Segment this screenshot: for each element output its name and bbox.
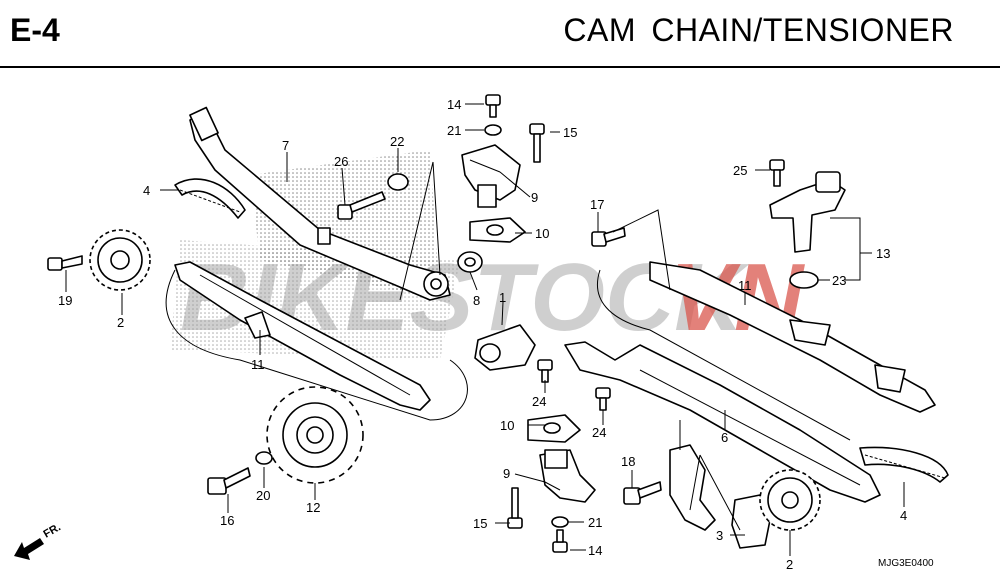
front-direction-label: FR. [42, 521, 63, 540]
bolt-14-top [485, 94, 501, 118]
callout-4a: 4 [143, 183, 150, 198]
callout-9b: 9 [503, 466, 510, 481]
callout-7: 7 [282, 138, 289, 153]
callout-15a: 15 [563, 125, 577, 140]
callout-20: 20 [256, 488, 270, 503]
bolt-18 [623, 481, 662, 505]
callout-19: 19 [58, 293, 72, 308]
callout-18: 18 [621, 454, 635, 469]
cam-sprocket-2-right [759, 469, 821, 531]
callout-16: 16 [220, 513, 234, 528]
bolt-25 [769, 159, 785, 187]
callout-11b: 11 [738, 278, 752, 293]
section-code: E-4 [10, 12, 60, 48]
bolt-19 [47, 255, 83, 271]
callout-22: 22 [390, 134, 404, 149]
callout-2b: 2 [786, 557, 793, 572]
callout-25: 25 [733, 163, 747, 178]
callout-15b: 15 [473, 516, 487, 531]
gasket-10-lower [527, 414, 581, 443]
collar-8 [457, 251, 483, 273]
leader-lines [65, 103, 905, 556]
page-header: E-4 CAM CHAIN/TENSIONER [0, 0, 1000, 66]
callout-17: 17 [590, 197, 604, 212]
diagram-code: MJG3E0400 [878, 558, 934, 569]
callout-3: 3 [716, 528, 723, 543]
washer-21-lower [551, 516, 569, 528]
callout-24b: 24 [592, 425, 606, 440]
gasket-10-top [469, 217, 526, 243]
callout-14b: 14 [588, 543, 602, 558]
chain-guide-11-left [174, 261, 431, 411]
callout-2a: 2 [117, 315, 124, 330]
front-direction-indicator: FR. [14, 521, 63, 560]
tensioner-arm-7 [189, 106, 451, 301]
callout-6: 6 [721, 430, 728, 445]
chain-guide-11-right [649, 261, 936, 413]
cam-chain-upper [174, 178, 246, 219]
callout-21a: 21 [447, 123, 461, 138]
chain-outline-right [596, 269, 851, 441]
o-ring-23 [789, 271, 819, 289]
callout-10a: 10 [535, 226, 549, 241]
tensioner-lifter-9-lower [539, 449, 596, 503]
callout-labels: 4 7 26 22 8 1 14 21 15 9 10 2 19 11 12 2… [58, 97, 907, 572]
callout-14a: 14 [447, 97, 461, 112]
chain-outline-left [165, 269, 468, 421]
sensor-13 [769, 171, 846, 253]
washer-22 [387, 173, 409, 191]
bolt-15-top [529, 123, 545, 163]
tensioner-1 [474, 324, 536, 371]
callout-9a: 9 [531, 190, 538, 205]
cam-chain-lower [859, 446, 949, 483]
callout-1: 1 [499, 290, 506, 305]
callout-13: 13 [876, 246, 890, 261]
bolt-14-lower [552, 529, 568, 553]
callout-12: 12 [306, 500, 320, 515]
damper-wheel-12 [266, 386, 364, 484]
chain-guide-6 [564, 341, 881, 503]
bolt-24-lower [595, 387, 611, 411]
bolt-24-upper [537, 359, 553, 383]
cam-sprocket-2-left [89, 229, 151, 291]
tensioner-lifter-9-top [461, 144, 521, 208]
washer-21-top [484, 124, 502, 136]
callout-4b: 4 [900, 508, 907, 523]
bolt-16 [207, 467, 251, 495]
bolt-15-lower [507, 487, 523, 529]
header-rule [0, 66, 1000, 68]
diagram-title: CAM CHAIN/TENSIONER [563, 12, 954, 48]
callout-10b: 10 [500, 418, 514, 433]
callout-21b: 21 [588, 515, 602, 530]
callout-24a: 24 [532, 394, 546, 409]
callout-8: 8 [473, 293, 480, 308]
callout-23: 23 [832, 273, 846, 288]
plate-5 [669, 444, 716, 531]
front-arrow-icon [14, 538, 44, 560]
washer-20 [255, 451, 273, 465]
callout-11a: 11 [251, 357, 265, 372]
callout-26: 26 [334, 154, 348, 169]
